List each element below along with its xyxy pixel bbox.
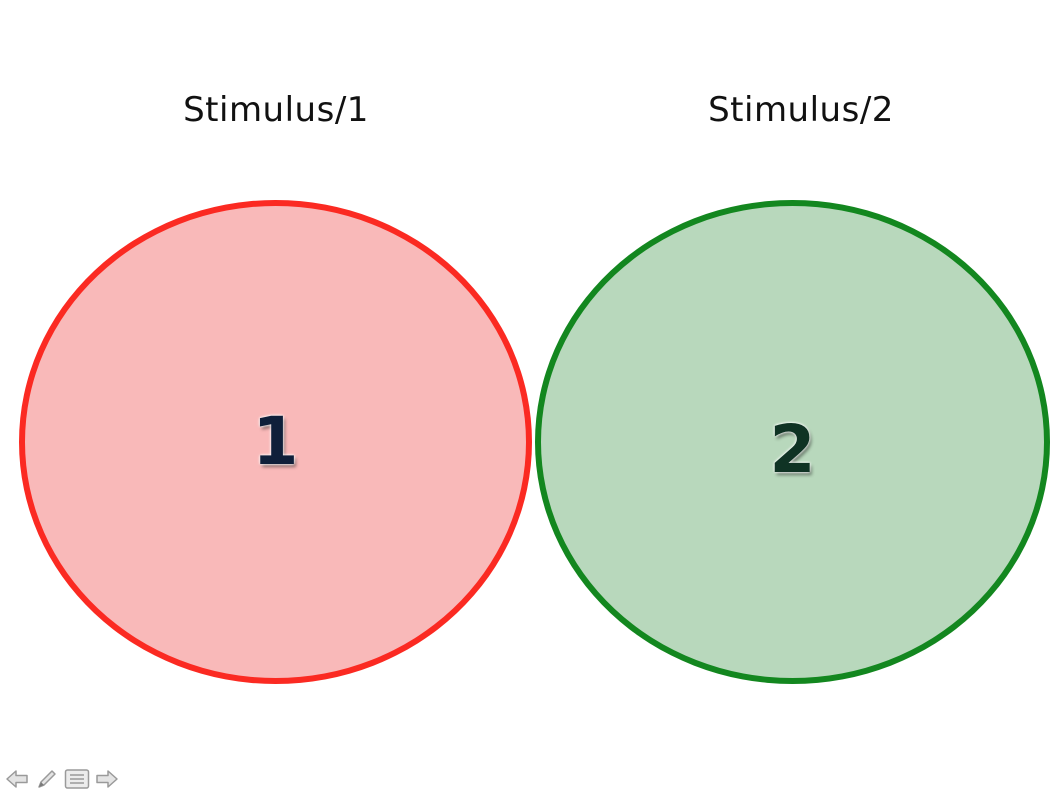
- menu-icon[interactable]: [64, 768, 90, 790]
- stimulus-1-circle: 1: [19, 200, 532, 684]
- arrow-right-icon[interactable]: [94, 768, 120, 790]
- stimulus-2-circle: 2: [535, 200, 1050, 684]
- stimulus-2-number: 2: [769, 411, 816, 488]
- stimulus-1-number: 1: [252, 403, 299, 480]
- stimulus-2-label: Stimulus/2: [708, 90, 894, 130]
- arrow-left-icon[interactable]: [4, 768, 30, 790]
- slideshow-nav: [4, 768, 120, 790]
- pen-icon[interactable]: [34, 768, 60, 790]
- stimulus-1-label: Stimulus/1: [183, 90, 369, 130]
